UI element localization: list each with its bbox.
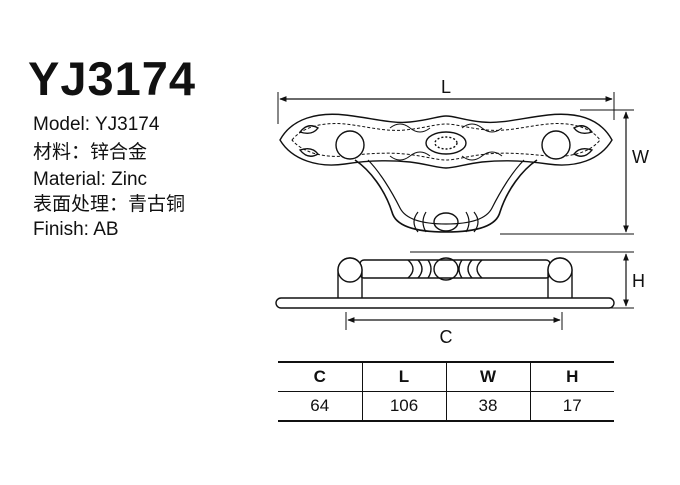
spec-model: Model: YJ3174 [33,114,160,135]
spec-material-cn: 材料：锌合金 [33,142,148,163]
dim-w-label: W [632,147,649,167]
header-c: C [313,367,326,386]
dim-c-label: C [440,327,453,347]
value-c: 64 [310,396,330,415]
dimensions-table: C L W H 64 106 38 17 [278,361,614,422]
dimension-w: W [500,109,649,235]
header-w: W [445,362,530,392]
dimension-l: L [277,77,615,124]
dim-h-label: H [632,271,645,291]
dimension-h: H [410,251,645,309]
table-header-row: C L W H [278,362,614,392]
table-row: 64 106 38 17 [278,391,614,421]
header-l: L [361,362,446,392]
value-w: 38 [445,391,530,421]
value-h: 17 [529,391,614,421]
spec-finish-cn: 表面处理：青古铜 [33,194,186,215]
model-title: YJ3174 [28,52,197,105]
handle-top-view [279,113,613,233]
spec-finish: Finish: AB [33,219,119,240]
spec-material: Material: Zinc [33,169,148,190]
dimension-c: C [345,312,563,347]
value-l: 106 [361,391,446,421]
handle-side-view [275,257,615,309]
header-h: H [529,362,614,392]
dim-l-label: L [441,77,451,97]
